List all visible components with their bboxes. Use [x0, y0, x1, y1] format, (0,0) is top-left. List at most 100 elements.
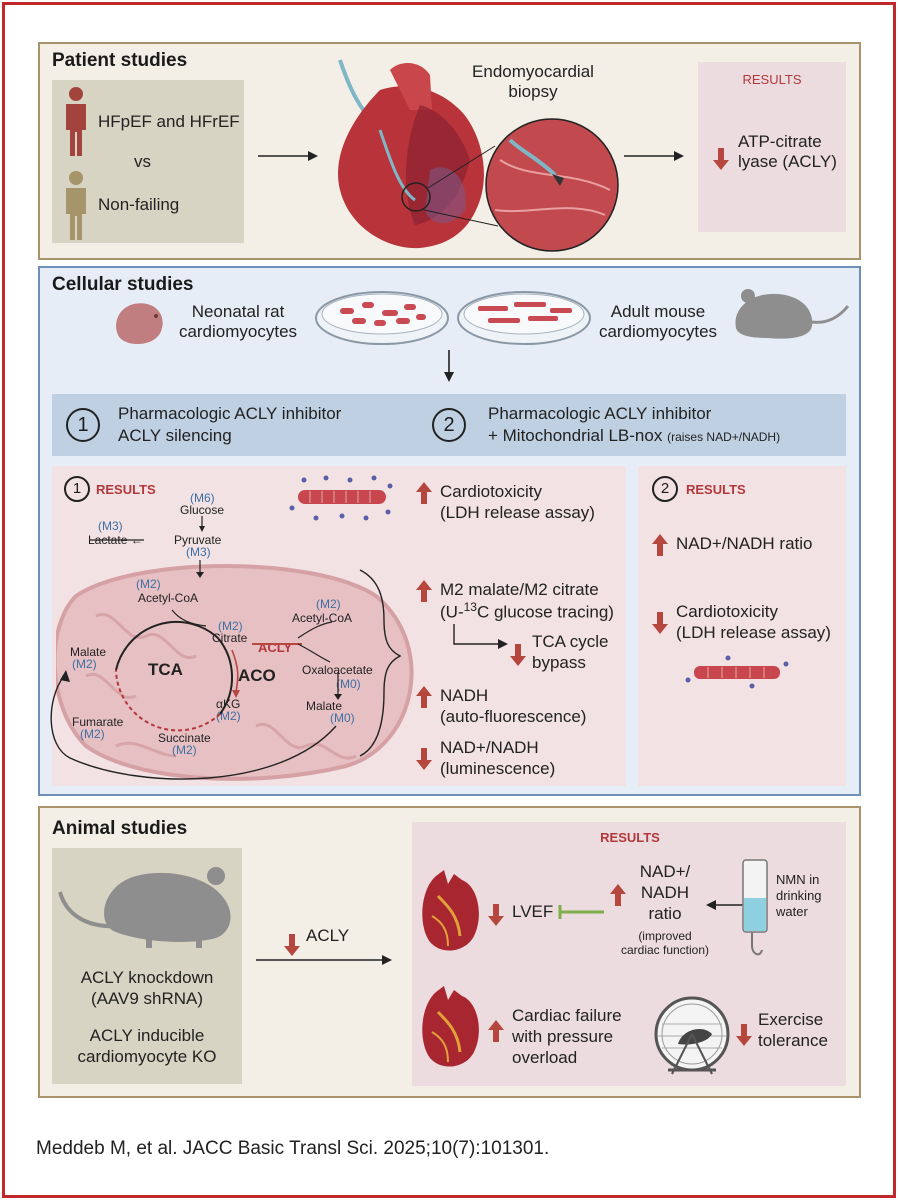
malate-cyto: Malate [306, 699, 343, 713]
results2-label: RESULTS [686, 482, 746, 497]
animal-results-box [412, 822, 846, 1086]
model1-a: ACLY knockdown [80, 968, 214, 987]
arm1-number: 1 [66, 408, 100, 442]
water-bottle-icon [742, 859, 768, 956]
bypass-connector [453, 624, 508, 649]
person-icon-tan [66, 171, 86, 240]
m2-malate: (M2) [72, 657, 97, 671]
m2-citrate: (M2) [218, 619, 243, 633]
mitochondrion-illustration [56, 564, 414, 781]
up-arrow-r2ratio [652, 534, 668, 556]
pyruvate: Pyruvate [174, 533, 222, 547]
results2-box [638, 466, 846, 786]
results2-number: 2 [652, 476, 678, 502]
rat-icon [58, 867, 231, 948]
arm2-line2: + Mitochondrial LB-nox (raises NAD+/NADH… [488, 426, 780, 446]
m2-acetylcoa2: (M2) [316, 597, 341, 611]
m0-oaa: (M0) [336, 677, 361, 691]
cellular-studies-title: Cellular studies [52, 274, 194, 295]
failure-b: with pressure [512, 1027, 614, 1046]
failure-a: Cardiac failure [512, 1006, 622, 1025]
m2-ratio-b: (U-13C glucose tracing) [440, 601, 614, 623]
m2-b-post: C glucose tracing) [476, 602, 614, 622]
nad-c: ratio [648, 904, 682, 923]
up-arrow-cardiotox1 [416, 482, 432, 504]
group-nonfailing: Non-failing [98, 195, 180, 214]
acetylcoa2: Acetyl-CoA [292, 611, 353, 625]
r2-cardiotox-b: (LDH release assay) [676, 623, 831, 642]
nadh-a: NADH [440, 686, 489, 705]
tca-bypass-a: TCA cycle [532, 632, 609, 651]
m2-b-pre: (U- [440, 602, 464, 622]
cardiomyocyte-dots-2 [685, 655, 789, 689]
model2-b: cardiomyocyte KO [77, 1047, 217, 1066]
arrow-right-2 [624, 151, 684, 161]
rat-pup-icon [116, 303, 163, 344]
cardiomyocyte-dots-1 [289, 475, 393, 521]
fumarate: Fumarate [72, 715, 124, 729]
down-arrow-bypass [510, 644, 526, 666]
m2-ratio-a: M2 malate/M2 citrate [440, 580, 599, 599]
biopsy-label: Endomyocardial biopsy [472, 62, 594, 101]
arm2-number: 2 [432, 408, 466, 442]
down-arrow-ratio [416, 748, 432, 770]
nad-note-b: cardiac function) [620, 943, 710, 957]
arrow-right-animal [256, 955, 392, 965]
group-vs: vs [134, 152, 151, 171]
down-arrow-acly [713, 148, 729, 170]
akg: αKG [216, 697, 241, 711]
heart-icon-2 [422, 986, 479, 1067]
neonatal-label: Neonatal rat cardiomyocytes [178, 302, 298, 341]
model2-a: ACLY inducible [89, 1026, 205, 1045]
glucose: Glucose [180, 503, 225, 517]
citation: Meddeb M, et al. JACC Basic Transl Sci. … [36, 1138, 550, 1159]
up-arrow-failure [488, 1020, 504, 1042]
mouse-icon [735, 289, 850, 339]
tca-label: TCA [148, 660, 183, 679]
arm2-line2-text: + Mitochondrial LB-nox [488, 426, 663, 445]
r2-cardiotox-a: Cardiotoxicity [676, 602, 779, 621]
nmn-b: drinking [776, 888, 822, 903]
down-arrow-acly-animal [284, 934, 300, 956]
nad-note-a: (improved [638, 929, 692, 943]
m2-acetylcoa: (M2) [136, 577, 161, 591]
arrow-right-1 [258, 151, 318, 161]
adult-label: Adult mouse cardiomyocytes [598, 302, 718, 341]
patient-result-acly: ATP-citrate lyase (ACLY) [738, 132, 837, 171]
exercise-wheel-icon [654, 996, 730, 1075]
arm1-line2: ACLY silencing [118, 426, 232, 445]
oxaloacetate: Oxaloacetate [302, 663, 373, 677]
m2-b-sup: 13 [463, 600, 477, 614]
m6-glucose: (M6) [190, 491, 215, 505]
tca-bypass-b: bypass [532, 653, 586, 672]
down-arrow-r2cardiotox [652, 612, 668, 634]
m2-succinate: (M2) [172, 743, 197, 757]
up-arrow-nad [610, 884, 626, 906]
m0-malate: (M0) [330, 711, 355, 725]
petri-dish-neonatal [315, 291, 449, 345]
nmn-c: water [776, 904, 808, 919]
arm2-note: (raises NAD+/NADH) [667, 430, 781, 444]
succinate: Succinate [158, 731, 211, 745]
heart-biopsy-illustration [338, 59, 619, 252]
group-hf: HFpEF and HFrEF [98, 112, 240, 131]
exercise-a: Exercise [758, 1010, 824, 1029]
m3-pyruvate: (M3) [186, 545, 211, 559]
down-arrow-exercise [736, 1024, 752, 1046]
aco-label: ACO [238, 666, 276, 685]
patient-results-box [698, 62, 846, 232]
petri-dish-adult [457, 291, 591, 345]
up-arrow-m2 [416, 580, 432, 602]
cardiotox1-a: Cardiotoxicity [440, 482, 543, 501]
m3-lactate: (M3) [98, 519, 123, 533]
inhibition-bar [558, 905, 604, 919]
ratio-b: (luminescence) [440, 759, 556, 778]
lvef: LVEF [512, 902, 554, 921]
nad-a: NAD+/ [639, 862, 691, 881]
acetylcoa: Acetyl-CoA [138, 591, 199, 605]
arrow-down-cells [444, 350, 454, 382]
up-arrow-nadh [416, 686, 432, 708]
person-icon-red [66, 87, 86, 156]
nad-b: NADH [640, 883, 690, 902]
nmn-a: NMN in [776, 872, 820, 887]
